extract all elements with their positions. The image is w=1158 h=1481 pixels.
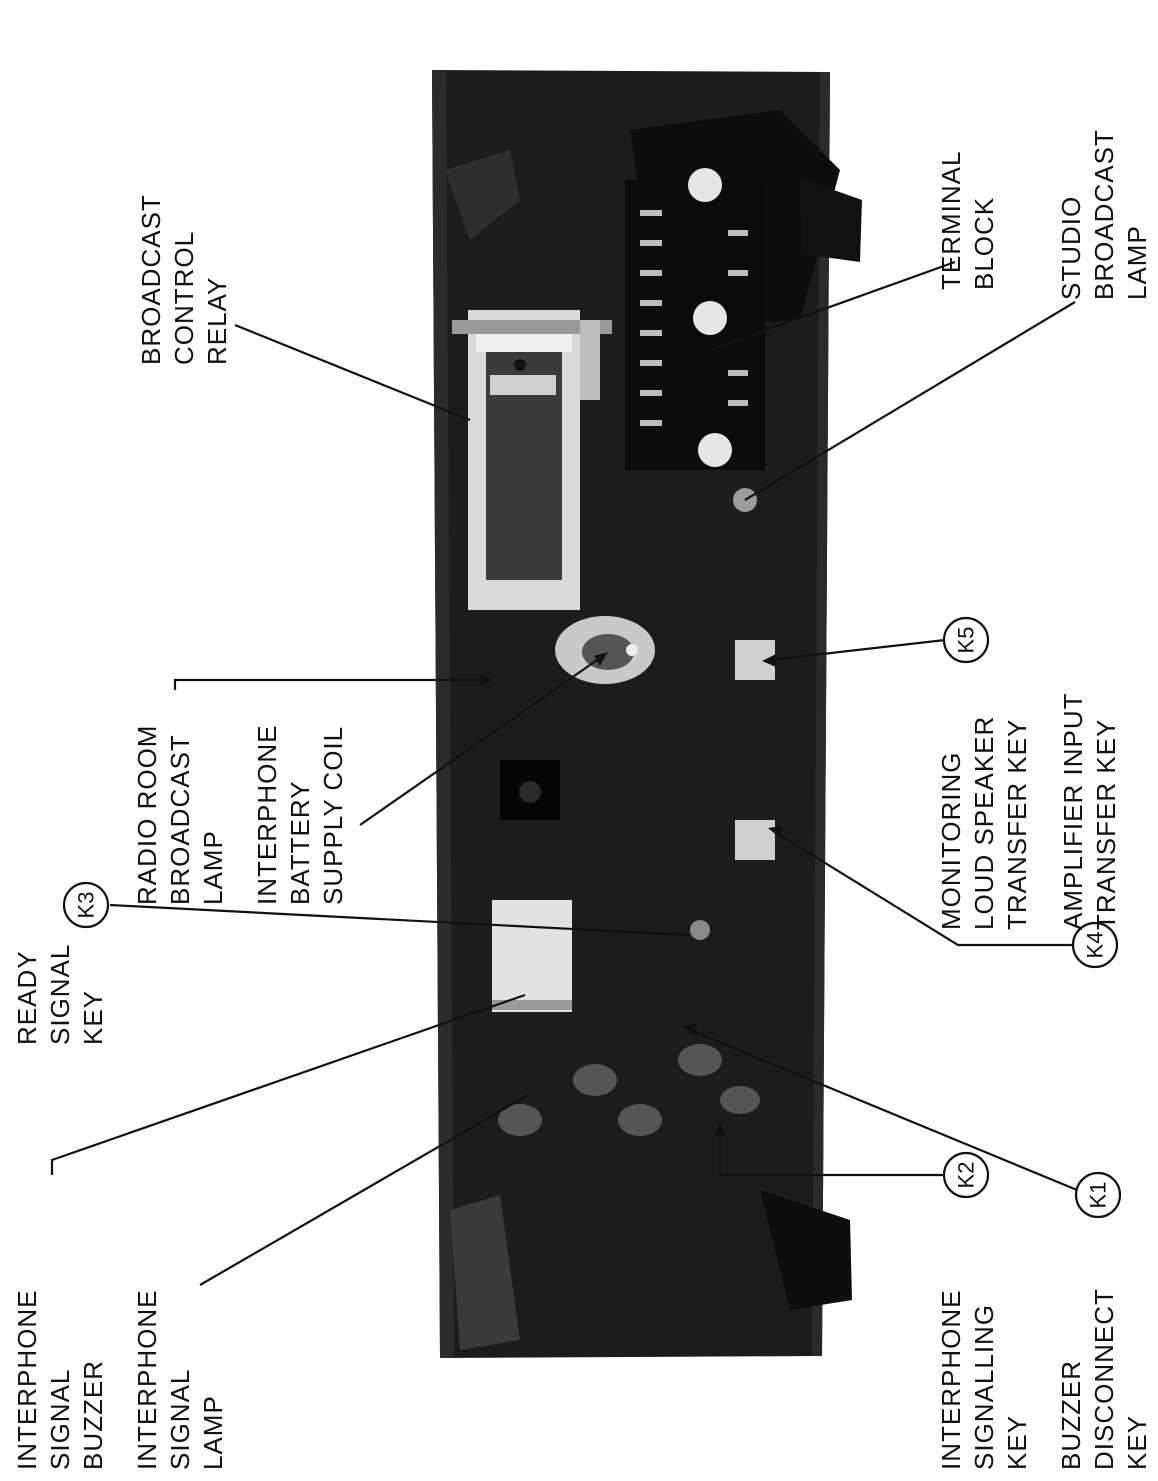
label-buzzer-disconnect-key: BUZZER DISCONNECT KEY (1056, 1280, 1152, 1470)
key-marker-k3: K3 (62, 881, 110, 929)
key-marker-k3-label: K3 (74, 892, 99, 919)
bottom-right-foot (760, 1190, 852, 1310)
leader-lines (50, 260, 1078, 1286)
label-interphone-signal-lamp: INTERPHONE SIGNAL LAMP (132, 1281, 228, 1470)
chassis-edge-left (432, 70, 454, 1358)
battery-supply-coil-photo (555, 616, 655, 684)
label-monitoring-loud-speaker-transfer-key: MONITORING LOUD SPEAKER TRANSFER KEY (936, 707, 1032, 930)
bottom-left-foot (450, 1195, 520, 1350)
radio-room-lamp-photo (500, 760, 560, 820)
key-marker-k2-label: K2 (954, 1162, 979, 1189)
key-marker-k2: K2 (942, 1151, 990, 1199)
photo-panel (432, 70, 862, 1358)
key-marker-k4: K4 (1071, 921, 1119, 969)
label-interphone-battery-supply-coil: INTERPHONE BATTERY SUPPLY COIL (252, 716, 348, 905)
label-ready-signal-key: READY SIGNAL KEY (12, 936, 108, 1045)
label-interphone-signalling-key: INTERPHONE SIGNALLING KEY (936, 1281, 1032, 1470)
key-marker-k1-label: K1 (1086, 1182, 1111, 1209)
chassis-edge-right (812, 72, 830, 1356)
label-terminal-block: TERMINAL BLOCK (936, 143, 999, 290)
label-radio-room-broadcast-lamp: RADIO ROOM BROADCAST LAMP (132, 716, 228, 905)
ready-signal-key-photo (492, 900, 710, 1012)
label-amplifier-input-transfer-key: AMPLIFIER INPUT TRANSFER KEY (1058, 685, 1121, 930)
top-corner-bracket (445, 150, 520, 240)
key-marker-k5: K5 (942, 616, 990, 664)
lower-keys-cluster-photo (498, 1044, 760, 1136)
terminal-block-photo (625, 168, 765, 470)
top-right-foot (800, 178, 862, 262)
amplifier-input-key-photo (735, 820, 775, 860)
label-interphone-signal-buzzer: INTERPHONE SIGNAL BUZZER (12, 1281, 108, 1470)
key-marker-k1: K1 (1074, 1171, 1122, 1219)
key-marker-k4-label: K4 (1083, 932, 1108, 959)
label-studio-broadcast-lamp: STUDIO BROADCAST LAMP (1056, 121, 1152, 300)
broadcast-control-relay-photo (452, 310, 612, 610)
label-broadcast-control-relay: BROADCAST CONTROL RELAY (136, 186, 232, 365)
key-marker-k5-label: K5 (954, 627, 979, 654)
